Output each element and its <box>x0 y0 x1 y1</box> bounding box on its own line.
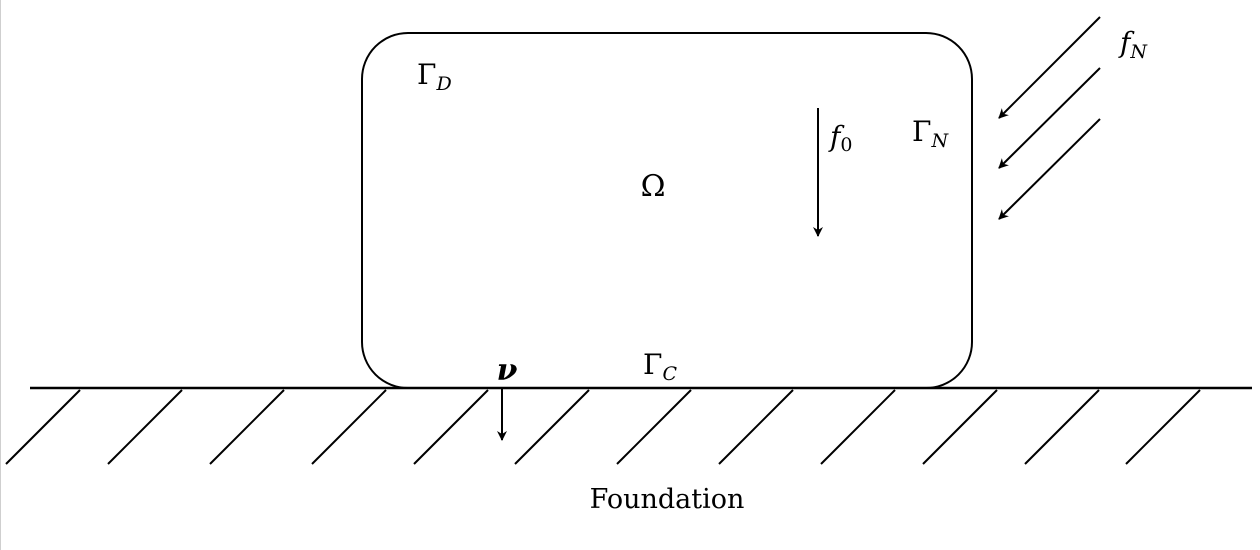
gamma-d-label: ΓD <box>417 58 452 95</box>
hatch-line <box>5 389 81 465</box>
hatch-line <box>209 389 285 465</box>
gamma-d-sub: D <box>435 73 451 95</box>
gamma-c-label: ΓC <box>643 348 677 385</box>
hatch-line <box>514 389 590 465</box>
f0-label: f0 <box>828 120 852 156</box>
gamma-n-label: ΓN <box>912 115 949 152</box>
traction-arrow <box>998 118 1101 220</box>
fn-label: fN <box>1118 26 1148 63</box>
omega-label: Ω <box>641 169 666 204</box>
hatch-line <box>718 389 794 465</box>
gamma-n-sub: N <box>930 130 949 152</box>
foundation-label: Foundation <box>590 484 745 515</box>
nu-label: ν <box>497 353 518 388</box>
gamma-d-base: Γ <box>417 58 436 91</box>
gamma-n-base: Γ <box>912 115 931 148</box>
hatch-line <box>311 389 387 465</box>
traction-arrow <box>998 67 1101 169</box>
body-domain-shape <box>361 32 973 389</box>
gamma-c-sub: C <box>662 363 677 385</box>
traction-arrows <box>998 16 1101 220</box>
hatch-line <box>107 389 183 465</box>
hatch-line <box>1024 389 1100 465</box>
hatch-line <box>820 389 896 465</box>
hatch-line <box>616 389 692 465</box>
hatch-line <box>413 389 489 465</box>
fn-sub: N <box>1129 41 1148 63</box>
f0-sub: 0 <box>840 134 852 156</box>
hatch-line <box>1125 389 1201 465</box>
foundation-hatching <box>5 389 1201 465</box>
gamma-c-base: Γ <box>643 348 662 381</box>
hatch-line <box>922 389 998 465</box>
traction-arrow <box>998 16 1101 119</box>
